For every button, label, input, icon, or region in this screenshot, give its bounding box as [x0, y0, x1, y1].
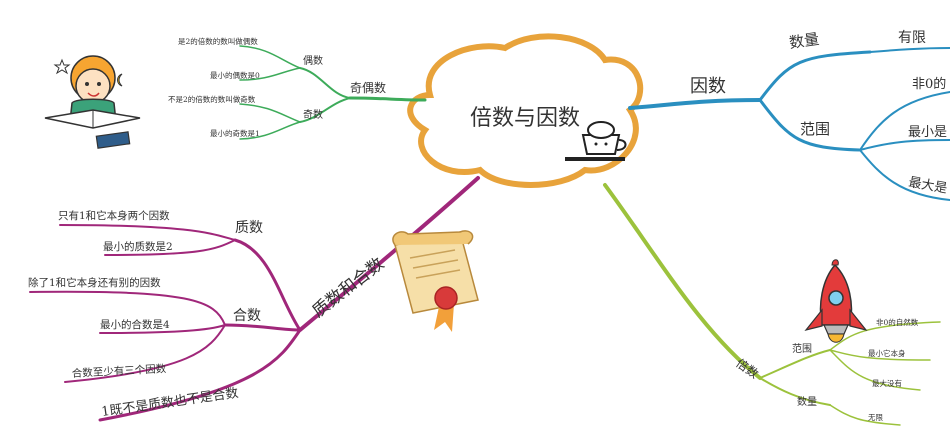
factor-quantity-label: 数量	[788, 30, 820, 52]
prime-label: 质数	[235, 220, 263, 236]
branch-factor	[628, 47, 950, 201]
rocket-icon	[804, 259, 868, 343]
composite-leaf-3: 合数至少有三个因数	[71, 362, 167, 380]
odd-leaf-2: 最小的奇数是1	[210, 128, 260, 138]
odd-label: 奇数	[303, 108, 323, 121]
center-cloud	[407, 33, 644, 188]
coffee-cup-icon	[565, 121, 627, 161]
even-leaf-1: 是2的倍数的数叫做偶数	[178, 36, 258, 46]
even-label: 偶数	[303, 54, 323, 67]
multiple-quantity-leaf: 无限	[868, 413, 883, 422]
factor-range-label: 范围	[800, 120, 830, 138]
child-reading-icon	[44, 55, 141, 149]
odd-leaf-1: 不是2的倍数的数叫做奇数	[168, 94, 256, 104]
diploma-scroll-icon	[392, 230, 479, 332]
branch-multiple	[603, 183, 941, 426]
multiple-range-leaf-3: 最大没有	[872, 378, 902, 388]
center-title: 倍数与因数	[470, 106, 580, 131]
prime-leaf-1: 只有1和它本身两个因数	[58, 209, 170, 222]
factor-range-leaf-3: 最大是	[907, 175, 948, 197]
odd-even-label: 奇偶数	[350, 80, 386, 95]
prime-composite-label: 质数和合数	[309, 254, 388, 322]
factor-label: 因数	[690, 76, 726, 97]
composite-label: 合数	[233, 308, 261, 324]
branch-odd-even	[239, 45, 427, 140]
multiple-quantity-label: 数量	[797, 395, 817, 408]
prime-leaf-2: 最小的质数是2	[103, 240, 173, 253]
center-node: 倍数与因数	[407, 33, 644, 188]
even-leaf-2: 最小的偶数是0	[210, 70, 260, 80]
factor-quantity-leaf: 有限	[898, 30, 926, 46]
multiple-range-leaf-1: 非0的自然数	[876, 317, 919, 327]
prime-composite-note: 1既不是质数也不是合数	[100, 386, 239, 420]
composite-leaf-2: 最小的合数是4	[100, 318, 170, 331]
factor-range-leaf-1: 非0的	[912, 76, 946, 92]
composite-leaf-1: 除了1和它本身还有别的因数	[28, 276, 161, 289]
factor-range-leaf-2: 最小是	[908, 125, 947, 140]
multiple-range-leaf-2: 最小它本身	[868, 348, 906, 358]
multiple-range-label: 范围	[792, 342, 812, 355]
branch-prime-composite	[29, 176, 480, 422]
